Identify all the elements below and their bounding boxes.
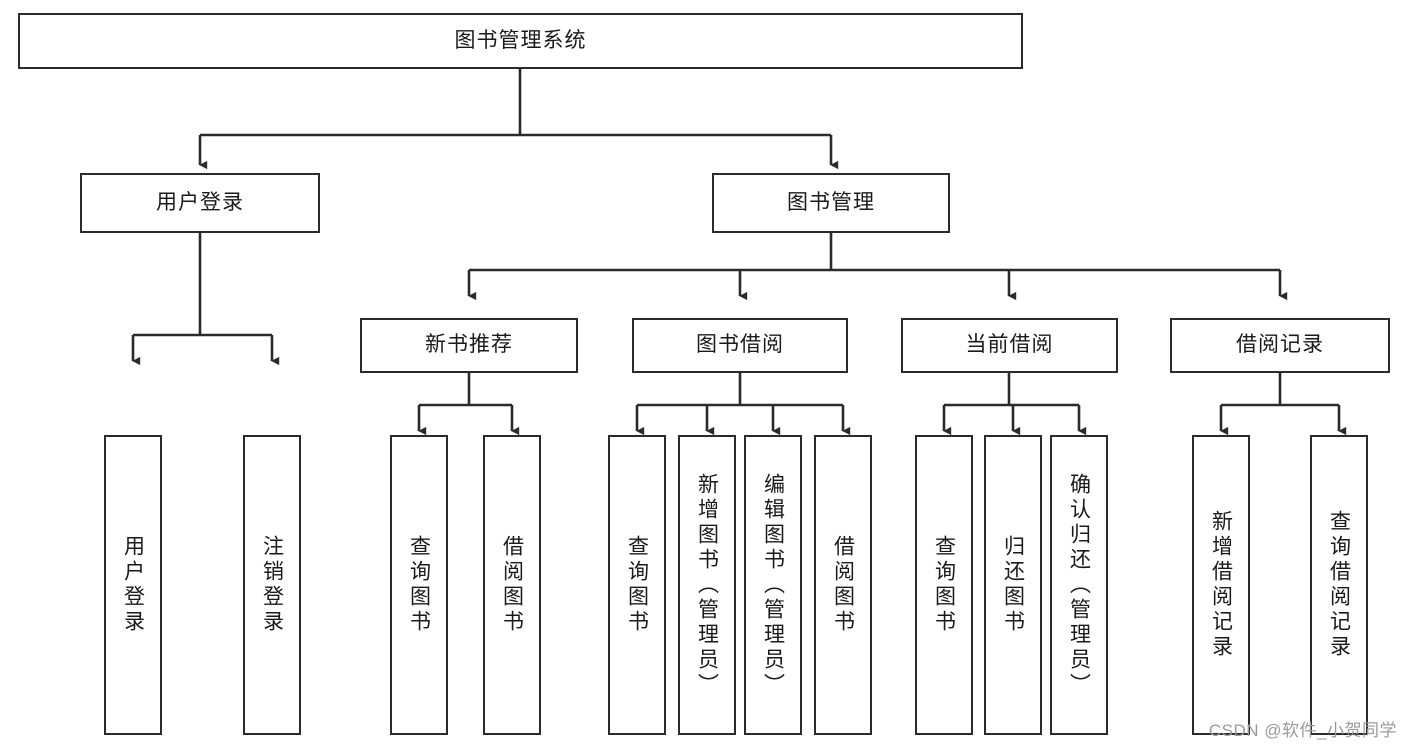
node-label-leaf-cb-query: 查询图书: [932, 535, 956, 635]
node-book-manage[interactable]: 图书管理: [712, 173, 950, 233]
node-label-book-manage: 图书管理: [787, 190, 875, 214]
node-leaf-rec-query[interactable]: 查询图书: [390, 435, 448, 735]
node-leaf-bb-query[interactable]: 查询图书: [608, 435, 666, 735]
node-label-user-login: 用户登录: [156, 190, 244, 214]
node-label-leaf-rec-borrow: 借阅图书: [500, 535, 524, 635]
node-leaf-rec-borrow[interactable]: 借阅图书: [483, 435, 541, 735]
node-current-borrow[interactable]: 当前借阅: [901, 318, 1118, 373]
node-user-login[interactable]: 用户登录: [80, 173, 320, 233]
node-leaf-bb-borrow[interactable]: 借阅图书: [814, 435, 872, 735]
node-leaf-bb-edit[interactable]: 编辑图书（管理员）: [744, 435, 802, 735]
node-label-current-borrow: 当前借阅: [965, 333, 1054, 357]
node-label-leaf-br-query: 查询借阅记录: [1327, 510, 1351, 660]
node-label-leaf-rec-query: 查询图书: [407, 535, 431, 635]
node-leaf-cb-query[interactable]: 查询图书: [915, 435, 973, 735]
node-label-leaf-br-add: 新增借阅记录: [1209, 510, 1233, 660]
node-label-root: 图书管理系统: [454, 28, 587, 52]
node-label-leaf-bb-query: 查询图书: [625, 535, 649, 635]
node-borrow-record[interactable]: 借阅记录: [1170, 318, 1390, 373]
node-label-leaf-user-login: 用户登录: [121, 535, 145, 635]
node-leaf-bb-add[interactable]: 新增图书（管理员）: [678, 435, 736, 735]
node-label-leaf-bb-borrow: 借阅图书: [831, 535, 855, 635]
node-label-leaf-bb-edit: 编辑图书（管理员）: [761, 472, 785, 698]
node-leaf-user-login[interactable]: 用户登录: [104, 435, 162, 735]
node-leaf-br-add[interactable]: 新增借阅记录: [1192, 435, 1250, 735]
node-label-leaf-cb-confirm: 确认归还（管理员）: [1067, 472, 1091, 698]
node-leaf-logout[interactable]: 注销登录: [243, 435, 301, 735]
node-label-leaf-cb-return: 归还图书: [1001, 535, 1025, 635]
node-label-leaf-bb-add: 新增图书（管理员）: [695, 472, 719, 698]
node-label-book-borrow: 图书借阅: [696, 333, 784, 357]
node-leaf-cb-return[interactable]: 归还图书: [984, 435, 1042, 735]
node-label-borrow-record: 借阅记录: [1236, 333, 1324, 357]
csdn-watermark: CSDN @软件_小贺同学: [1208, 721, 1397, 740]
node-leaf-cb-confirm[interactable]: 确认归还（管理员）: [1050, 435, 1108, 735]
node-leaf-br-query[interactable]: 查询借阅记录: [1310, 435, 1368, 735]
node-label-new-book-rec: 新书推荐: [425, 333, 513, 357]
node-root[interactable]: 图书管理系统: [18, 13, 1023, 69]
node-book-borrow[interactable]: 图书借阅: [632, 318, 848, 373]
node-new-book-rec[interactable]: 新书推荐: [360, 318, 578, 373]
node-label-leaf-logout: 注销登录: [260, 535, 284, 635]
